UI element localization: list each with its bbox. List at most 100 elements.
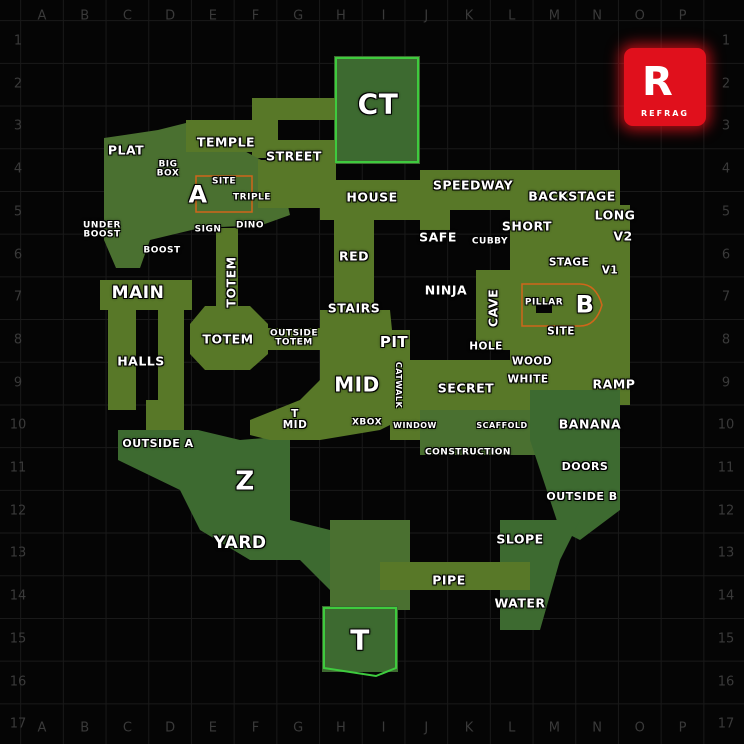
grid-column-label: M <box>548 720 560 736</box>
callout-scaffold: SCAFFOLD <box>476 420 528 430</box>
callout-boost: BOOST <box>143 245 181 256</box>
grid-column-label: B <box>80 720 90 736</box>
callout-t-mid-line2: MID <box>282 419 308 431</box>
b-site-outline <box>521 283 603 327</box>
callout-backstage: BACKSTAGE <box>528 188 616 204</box>
a-site-outline <box>195 175 253 213</box>
grid-column-label: A <box>37 8 47 24</box>
callout-wood: WOOD <box>511 355 553 368</box>
grid-column-label: G <box>293 720 304 736</box>
callout-construction: CONSTRUCTION <box>425 447 511 458</box>
callout-ninja: NINJA <box>424 282 468 298</box>
grid-column-label: K <box>464 8 474 24</box>
callout-stage: STAGE <box>548 256 590 269</box>
banana-area <box>530 390 620 540</box>
callout-halls: HALLS <box>117 353 165 369</box>
logo-letter: R <box>642 59 673 105</box>
refrag-logo: R REFRAG <box>624 48 706 126</box>
callout-v2: V2 <box>613 228 633 244</box>
callout-secret: SECRET <box>437 380 495 396</box>
pillar-block <box>536 303 552 313</box>
callout-v1: V1 <box>601 264 619 277</box>
callout-speedway: SPEEDWAY <box>432 177 514 193</box>
outside-a-area <box>118 430 350 600</box>
grid-row-label: 10 <box>717 417 735 433</box>
ct-spawn-label: CT <box>357 87 399 121</box>
grid-row-label: 11 <box>717 460 735 476</box>
grid-row-label: 6 <box>13 247 23 262</box>
grid-column-label: L <box>508 8 516 24</box>
callout-totem-vertical: TOTEM <box>223 256 239 308</box>
callout-pipe: PIPE <box>432 572 466 588</box>
callout-pit: PIT <box>379 333 409 352</box>
callout-water: WATER <box>494 595 546 611</box>
grid-column-label: P <box>678 720 687 736</box>
grid-row-label: 17 <box>717 716 735 732</box>
grid-column-label: J <box>424 720 429 736</box>
callout-banana: BANANA <box>558 416 622 432</box>
callout-outside-a: OUTSIDE A <box>122 437 194 451</box>
callout-street: STREET <box>266 148 322 164</box>
callout-ramp: RAMP <box>592 376 636 392</box>
callout-sign: SIGN <box>194 224 222 235</box>
callout-big-box-line1: BIG <box>158 159 178 170</box>
grid-row-label: 11 <box>9 460 27 476</box>
callout-cave: CAVE <box>485 288 501 328</box>
grid-column-label: L <box>508 720 516 736</box>
grid-row-label: 3 <box>721 118 731 134</box>
callout-catwalk: CATWALK <box>394 361 404 409</box>
grid-row-label: 15 <box>717 631 735 647</box>
callout-pillar: PILLAR <box>524 297 564 308</box>
grid-column-label: M <box>548 8 560 24</box>
grid-row-label: 1 <box>721 33 731 49</box>
grid-row-label: 3 <box>13 118 23 134</box>
grid-column-label: P <box>678 8 687 24</box>
grid-column-label: H <box>336 8 346 24</box>
callout-triple: TRIPLE <box>233 192 271 203</box>
grid-row-label: 16 <box>9 674 27 689</box>
callout-yard: YARD <box>213 533 267 554</box>
callout-outside-totem-line2: TOTEM <box>275 338 313 348</box>
grid-column-label: O <box>634 8 645 24</box>
callout-main: MAIN <box>111 283 165 304</box>
grid-row-label: 2 <box>13 76 23 92</box>
callout-mid: MID <box>334 372 380 397</box>
grid-column-label: F <box>251 8 260 24</box>
callout-safe: SAFE <box>419 229 457 245</box>
callout-hole: HOLE <box>469 340 503 353</box>
t-spawn-outline <box>323 607 397 678</box>
callout-window: WINDOW <box>393 420 437 430</box>
grid-row-label: 13 <box>9 545 27 561</box>
callout-short: SHORT <box>501 218 553 234</box>
callout-house: HOUSE <box>346 189 398 205</box>
callout-doors: DOORS <box>561 460 609 474</box>
callout-red: RED <box>338 248 370 264</box>
callout-z: Z <box>235 466 255 497</box>
grid-row-label: 15 <box>9 631 27 647</box>
grid-column-label: N <box>592 8 602 24</box>
callout-stairs: STAIRS <box>327 300 381 316</box>
callout-a-site: SITE <box>211 176 237 187</box>
grid-row-label: 12 <box>717 503 735 519</box>
callout-totem: TOTEM <box>202 331 254 347</box>
grid-row-label: 7 <box>721 289 731 305</box>
a-site-area <box>104 122 290 268</box>
grid-column-label: I <box>381 720 386 736</box>
ct-spawn-area <box>334 56 420 164</box>
callout-dino: DINO <box>235 220 265 231</box>
grid-column-label: E <box>208 720 217 736</box>
grid-column-label: C <box>122 8 132 24</box>
grid-column-label: K <box>464 720 474 736</box>
callout-xbox: XBOX <box>351 417 383 428</box>
grid-row-label: 5 <box>721 204 731 220</box>
grid-row-label: 14 <box>9 588 27 604</box>
grid-row-label: 4 <box>721 161 731 177</box>
callout-plat: PLAT <box>107 142 145 158</box>
grid-column-label: I <box>381 8 386 24</box>
grid-row-label: 8 <box>721 332 731 348</box>
grid-column-label: J <box>424 8 429 24</box>
grid-row-label: 9 <box>721 375 731 391</box>
